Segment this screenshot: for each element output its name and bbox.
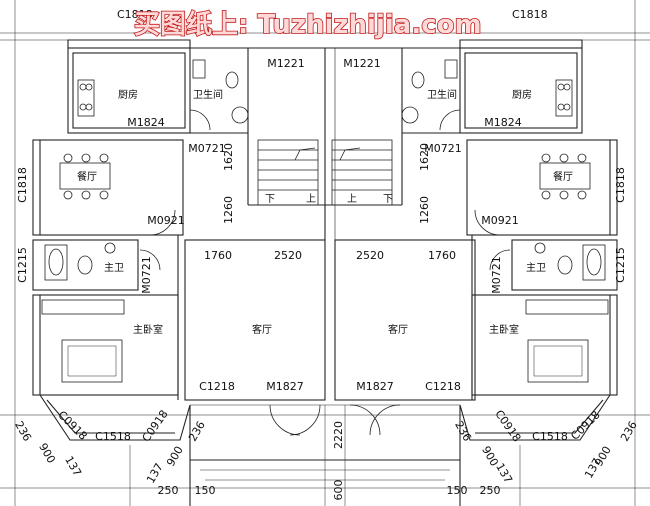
- dim-250-right: 250: [480, 484, 501, 497]
- watermark: 买图纸上: Tuzhizhijia.com: [134, 9, 482, 40]
- tag-c1215-right: C1215: [614, 247, 627, 283]
- tag-m1824-left: M1824: [127, 116, 165, 129]
- tag-c0918-b: C0918: [140, 408, 171, 445]
- tag-m1827-left: M1827: [266, 380, 304, 393]
- dim-600: 600: [332, 480, 345, 501]
- dim-150-left: 150: [195, 484, 216, 497]
- tag-m0721-kitchen-right: M0721: [424, 142, 462, 155]
- tag-c0918-d: C0918: [568, 408, 602, 442]
- dim-2520-right: 2520: [356, 249, 384, 262]
- stair-down-right: 下: [383, 194, 393, 205]
- dim-236-d: 236: [618, 419, 640, 444]
- tag-c1818-side-left: C1818: [16, 167, 29, 203]
- tag-m0921-left: M0921: [147, 214, 185, 227]
- stair-up-right: 上: [347, 193, 357, 205]
- room-dining-left: 餐厅: [77, 170, 97, 183]
- room-master-bath-left: 主卫: [104, 262, 124, 274]
- tag-c1218-right: C1218: [425, 380, 461, 393]
- dim-1760-right: 1760: [428, 249, 456, 262]
- dim-236-a: 236: [12, 419, 34, 444]
- tag-c1218-left: C1218: [199, 380, 235, 393]
- tag-m1824-right: M1824: [484, 116, 522, 129]
- dim-1620-right: 1620: [418, 143, 431, 171]
- tag-c1818-side-right: C1818: [614, 167, 627, 203]
- tag-c1518-right: C1518: [532, 430, 568, 443]
- room-dining-right: 餐厅: [553, 170, 573, 183]
- dim-1260-right: 1260: [418, 196, 431, 224]
- tag-m1221-left: M1221: [267, 57, 305, 70]
- tag-m0721-bath-left: M0721: [140, 256, 153, 294]
- fixtures: [41, 59, 609, 383]
- dim-1260-left: 1260: [222, 196, 235, 224]
- room-bath-right: 卫生间: [427, 88, 457, 101]
- tag-c1818-top-left: C1818: [117, 8, 153, 21]
- tag-m1221-right: M1221: [343, 57, 381, 70]
- dim-250-left: 250: [158, 484, 179, 497]
- dim-137-c: 137: [493, 461, 515, 486]
- tag-c1818-top-right: C1818: [512, 8, 548, 21]
- tag-m0921-right: M0921: [481, 214, 519, 227]
- room-bath-left: 卫生间: [193, 88, 223, 101]
- stair-up-left: 上: [306, 193, 316, 205]
- tag-c1518-left: C1518: [95, 430, 131, 443]
- dim-2220: 2220: [332, 421, 345, 449]
- room-kitchen-left: 厨房: [118, 88, 138, 101]
- door-swings: [139, 109, 511, 436]
- tag-c1215-left: C1215: [16, 247, 29, 283]
- tag-m0721-bath-right: M0721: [490, 256, 503, 294]
- room-kitchen-right: 厨房: [512, 88, 532, 101]
- dim-900-b: 900: [164, 444, 186, 469]
- stairs: [257, 139, 393, 206]
- room-living-right: 客厅: [388, 323, 408, 336]
- tag-m0721-kitchen-left: M0721: [188, 142, 226, 155]
- tag-c0918-c: C0918: [492, 408, 523, 445]
- room-living-left: 客厅: [252, 323, 272, 336]
- stair-down-left: 下: [265, 194, 275, 205]
- dim-236-b: 236: [186, 419, 208, 444]
- room-master-bed-left: 主卧室: [133, 323, 163, 336]
- dim-150-right: 150: [447, 484, 468, 497]
- dim-137-b: 137: [144, 461, 166, 486]
- dim-1760-left: 1760: [204, 249, 232, 262]
- room-master-bed-right: 主卧室: [489, 323, 519, 336]
- dim-900-a: 900: [36, 441, 58, 466]
- dim-2520-left: 2520: [274, 249, 302, 262]
- tag-m1827-right: M1827: [356, 380, 394, 393]
- dim-1620-left: 1620: [222, 143, 235, 171]
- dim-137-a: 137: [62, 454, 84, 479]
- room-master-bath-right: 主卫: [526, 262, 546, 274]
